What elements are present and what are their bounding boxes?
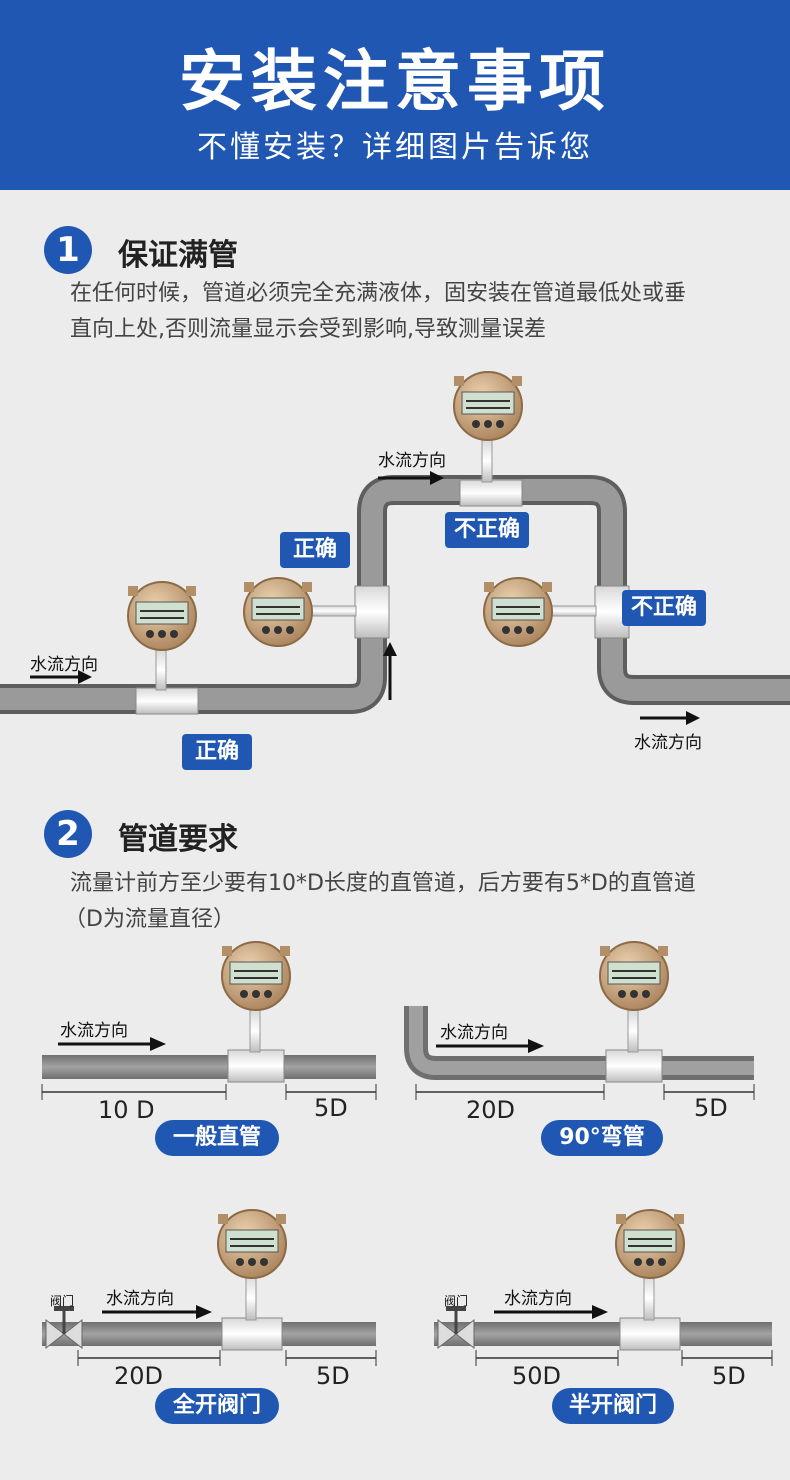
flow-direction-label: 水流方向 [440, 1023, 508, 1043]
valve-label: 阀门 [50, 1294, 75, 1308]
upstream-length: 20D [466, 1096, 516, 1124]
section-1-number: 1 [44, 226, 92, 274]
flow-direction-label: 水流方向 [504, 1289, 572, 1309]
arrow-icon [30, 471, 700, 725]
page-title: 安装注意事项 [179, 43, 611, 120]
tag-incorrect-vertical-down: 不正确 [622, 590, 706, 626]
flow-meter-vertical-up [243, 577, 390, 647]
upstream-length: 10 D [98, 1096, 155, 1124]
flow-direction-label-top: 水流方向 [378, 451, 446, 471]
upstream-length: 50D [512, 1362, 562, 1390]
diagram-half-open-valve [434, 1209, 773, 1366]
downstream-length: 5D [316, 1362, 350, 1390]
diagram-full-open-valve [42, 1209, 377, 1366]
diagram-straight-pipe [41, 941, 377, 1100]
flow-direction-label: 水流方向 [60, 1021, 128, 1041]
upstream-length: 20D [114, 1362, 164, 1390]
tag-half-open-valve: 半开阀门 [552, 1388, 674, 1424]
section-2-number: 2 [44, 810, 92, 858]
diagram-90-bend [404, 941, 755, 1100]
downstream-length: 5D [314, 1094, 348, 1122]
tag-full-open-valve: 全开阀门 [155, 1388, 279, 1424]
tag-incorrect-top: 不正确 [445, 512, 529, 548]
section-1-desc-line2: 直向上处,否则流量显示会受到影响,导致测量误差 [70, 317, 546, 342]
section-2-title: 管道要求 [118, 822, 238, 857]
flow-meter-vertical-down [483, 577, 630, 647]
page-subtitle: 不懂安装？详细图片告诉您 [197, 130, 593, 165]
section-2-desc-line1: 流量计前方至少要有10*D长度的直管道，后方要有5*D的直管道 [70, 871, 696, 896]
tag-correct-bottom: 正确 [182, 734, 252, 770]
valve-label: 阀门 [444, 1294, 469, 1308]
tag-90-bend: 90°弯管 [541, 1120, 663, 1156]
section-2-desc-line2: （D为流量直径） [64, 907, 235, 932]
flow-meter-top [453, 371, 523, 507]
downstream-length: 5D [694, 1094, 728, 1122]
tag-correct-vertical: 正确 [280, 532, 350, 568]
tag-straight-pipe: 一般直管 [155, 1120, 279, 1156]
flow-direction-label-left: 水流方向 [30, 655, 98, 675]
flow-direction-label-right: 水流方向 [634, 733, 702, 753]
page-header: 安装注意事项 不懂安装？详细图片告诉您 [0, 0, 790, 190]
flow-direction-label: 水流方向 [106, 1289, 174, 1309]
section-1-title: 保证满管 [118, 238, 238, 273]
downstream-length: 5D [712, 1362, 746, 1390]
section-1-desc-line1: 在任何时候，管道必须完全充满液体，固安装在管道最低处或垂 [70, 281, 687, 306]
flow-meter-bottom [127, 581, 199, 715]
